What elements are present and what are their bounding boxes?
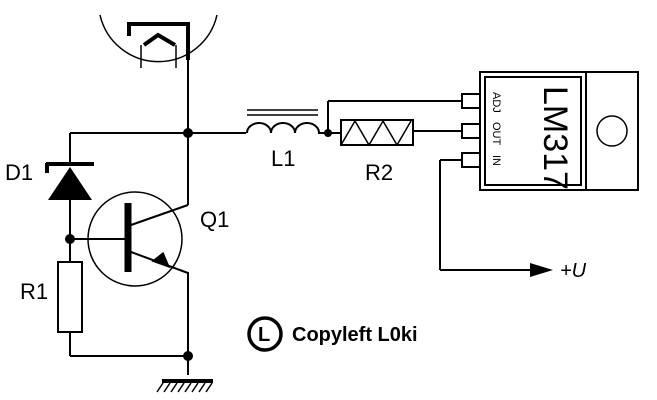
label-r2: R2	[365, 160, 393, 185]
copyleft-mark: L	[247, 316, 283, 352]
label-d1: D1	[5, 160, 33, 185]
pin-in: IN	[490, 155, 502, 166]
tube-symbol	[99, 14, 218, 68]
junction-dot	[324, 129, 332, 137]
label-q1: Q1	[200, 207, 229, 232]
inductor-l1	[246, 109, 320, 134]
label-r1: R1	[20, 279, 48, 304]
copyleft-text: Copyleft L0ki	[292, 324, 418, 346]
output-arrow-icon	[530, 263, 553, 277]
junction-dot	[183, 351, 193, 361]
resistor-r1	[57, 261, 83, 333]
output-label: +U	[560, 260, 587, 282]
junction-dot	[65, 234, 75, 244]
pin-adj: ADJ	[490, 92, 502, 113]
junction-dot	[183, 128, 193, 138]
ic-lm317: LM317 ADJ OUT IN	[461, 71, 639, 191]
ground-symbol	[156, 379, 213, 393]
resistor-r2	[340, 119, 414, 147]
diode-d1	[45, 162, 94, 200]
label-l1: L1	[271, 146, 295, 171]
copyleft-symbol: L	[258, 324, 270, 346]
ic-label: LM317	[536, 86, 574, 190]
wires	[69, 24, 535, 375]
transistor-q1	[87, 191, 189, 287]
pin-out: OUT	[490, 122, 502, 146]
